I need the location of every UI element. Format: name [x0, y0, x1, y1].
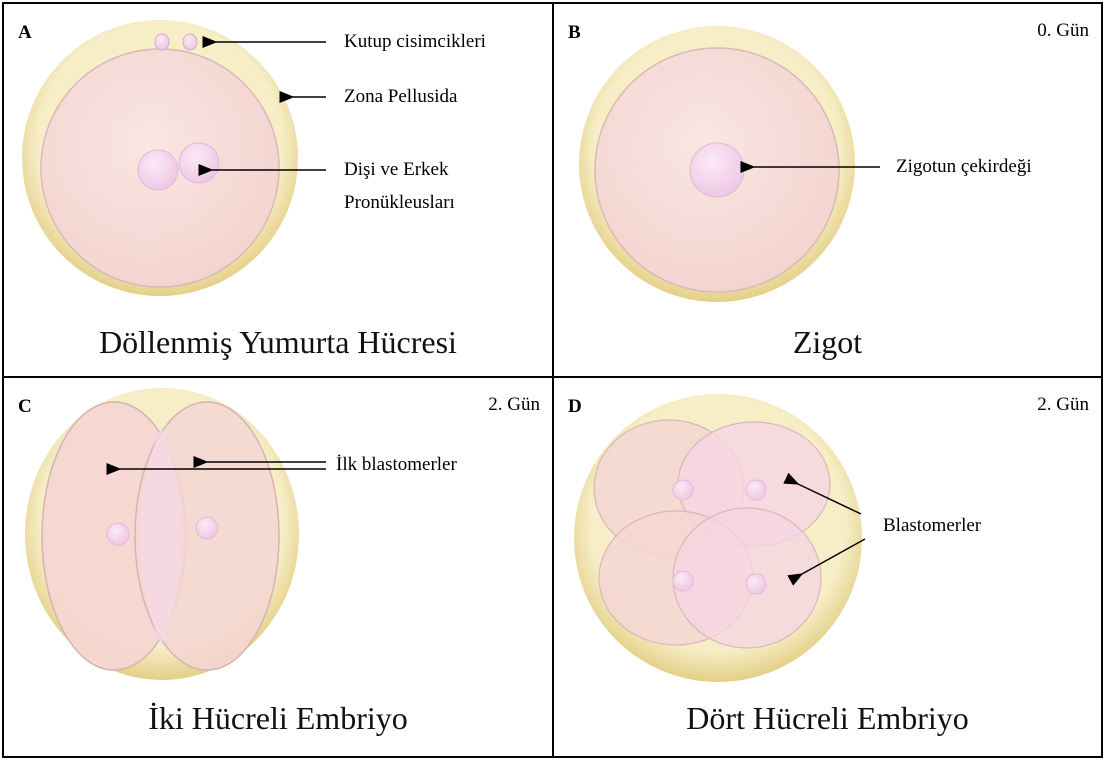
nucleus-bottom-right	[746, 574, 766, 594]
panel-letter: A	[18, 22, 32, 44]
label-zona-pellucida: Zona Pellusida	[344, 85, 457, 109]
male-pronucleus	[179, 143, 219, 183]
panel-caption: Döllenmiş Yumurta Hücresi	[4, 324, 552, 361]
day-label: 2. Gün	[1037, 394, 1089, 416]
label-polar-bodies: Kutup cisimcikleri	[344, 30, 486, 54]
blastomere-bottom-right	[673, 508, 821, 648]
panel-caption: Zigot	[554, 324, 1101, 361]
day-label: 0. Gün	[1037, 20, 1089, 42]
label-blastomeres: Blastomerler	[883, 514, 981, 538]
nucleus-top-right	[746, 480, 766, 500]
panel-caption: İki Hücreli Embriyo	[4, 700, 552, 737]
polar-body-2	[183, 34, 197, 50]
panel-four-cell-embryo: D 2. Gün Blastomerler Dört Hücreli Embri…	[552, 376, 1103, 758]
panel-zygote: B 0. Gün Zigotun çekirdeği Zigot	[552, 2, 1103, 378]
nucleus-top-left	[673, 480, 693, 500]
female-pronucleus	[138, 150, 178, 190]
day-label: 2. Gün	[488, 394, 540, 416]
label-zygote-nucleus: Zigotun çekirdeği	[896, 155, 1032, 179]
panel-letter: D	[568, 396, 582, 418]
panel-letter: B	[568, 22, 581, 44]
nucleus-bottom-left	[673, 571, 693, 591]
label-first-blastomeres: İlk blastomerler	[336, 453, 457, 477]
panel-fertilized-egg: A Kutup cisimcikleri Zona Pellusida Dişi…	[2, 2, 554, 378]
panel-caption: Dört Hücreli Embriyo	[554, 700, 1101, 737]
label-pronuclei-line1: Dişi ve Erkek	[344, 158, 448, 182]
label-pronuclei-line2: Pronükleusları	[344, 191, 455, 215]
panel-two-cell-embryo: C 2. Gün İlk blastomerler İki Hücreli Em…	[2, 376, 554, 758]
panel-letter: C	[18, 396, 32, 418]
nucleus-left	[107, 523, 129, 545]
fertilized-egg-figure	[4, 4, 554, 378]
zygote-figure	[554, 4, 1103, 378]
nucleus-right	[196, 517, 218, 539]
polar-body-1	[155, 34, 169, 50]
zygote-nucleus	[690, 143, 744, 197]
